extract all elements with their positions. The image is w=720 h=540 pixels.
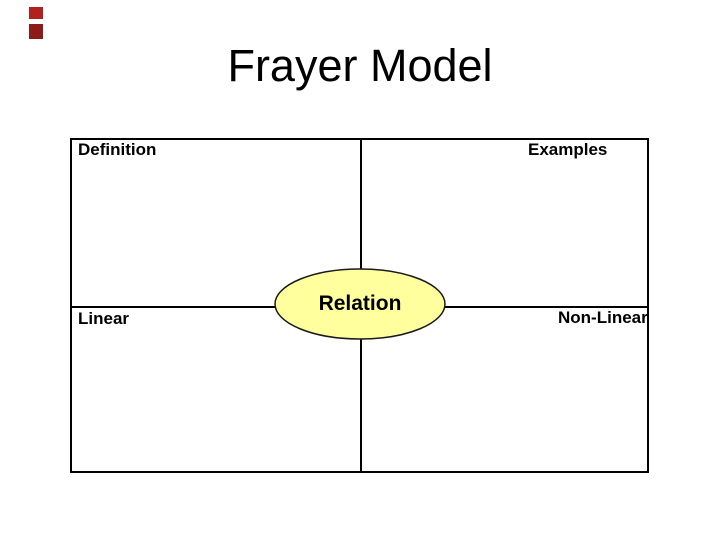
center-ellipse-shape <box>274 268 446 340</box>
corner-accent-top-mark <box>29 7 43 19</box>
quadrant-label-linear: Linear <box>78 309 130 328</box>
quadrant-label-non-linear: Non-Linear <box>558 308 648 327</box>
center-ellipse-label: Relation <box>318 292 402 315</box>
corner-accent-bottom-mark <box>29 24 43 39</box>
center-ellipse <box>274 268 446 340</box>
slide-title: Frayer Model <box>227 40 493 91</box>
quadrant-label-examples: Examples <box>528 140 608 159</box>
frayer-grid-frame <box>70 138 649 473</box>
quadrant-label-definition: Definition <box>78 140 157 159</box>
